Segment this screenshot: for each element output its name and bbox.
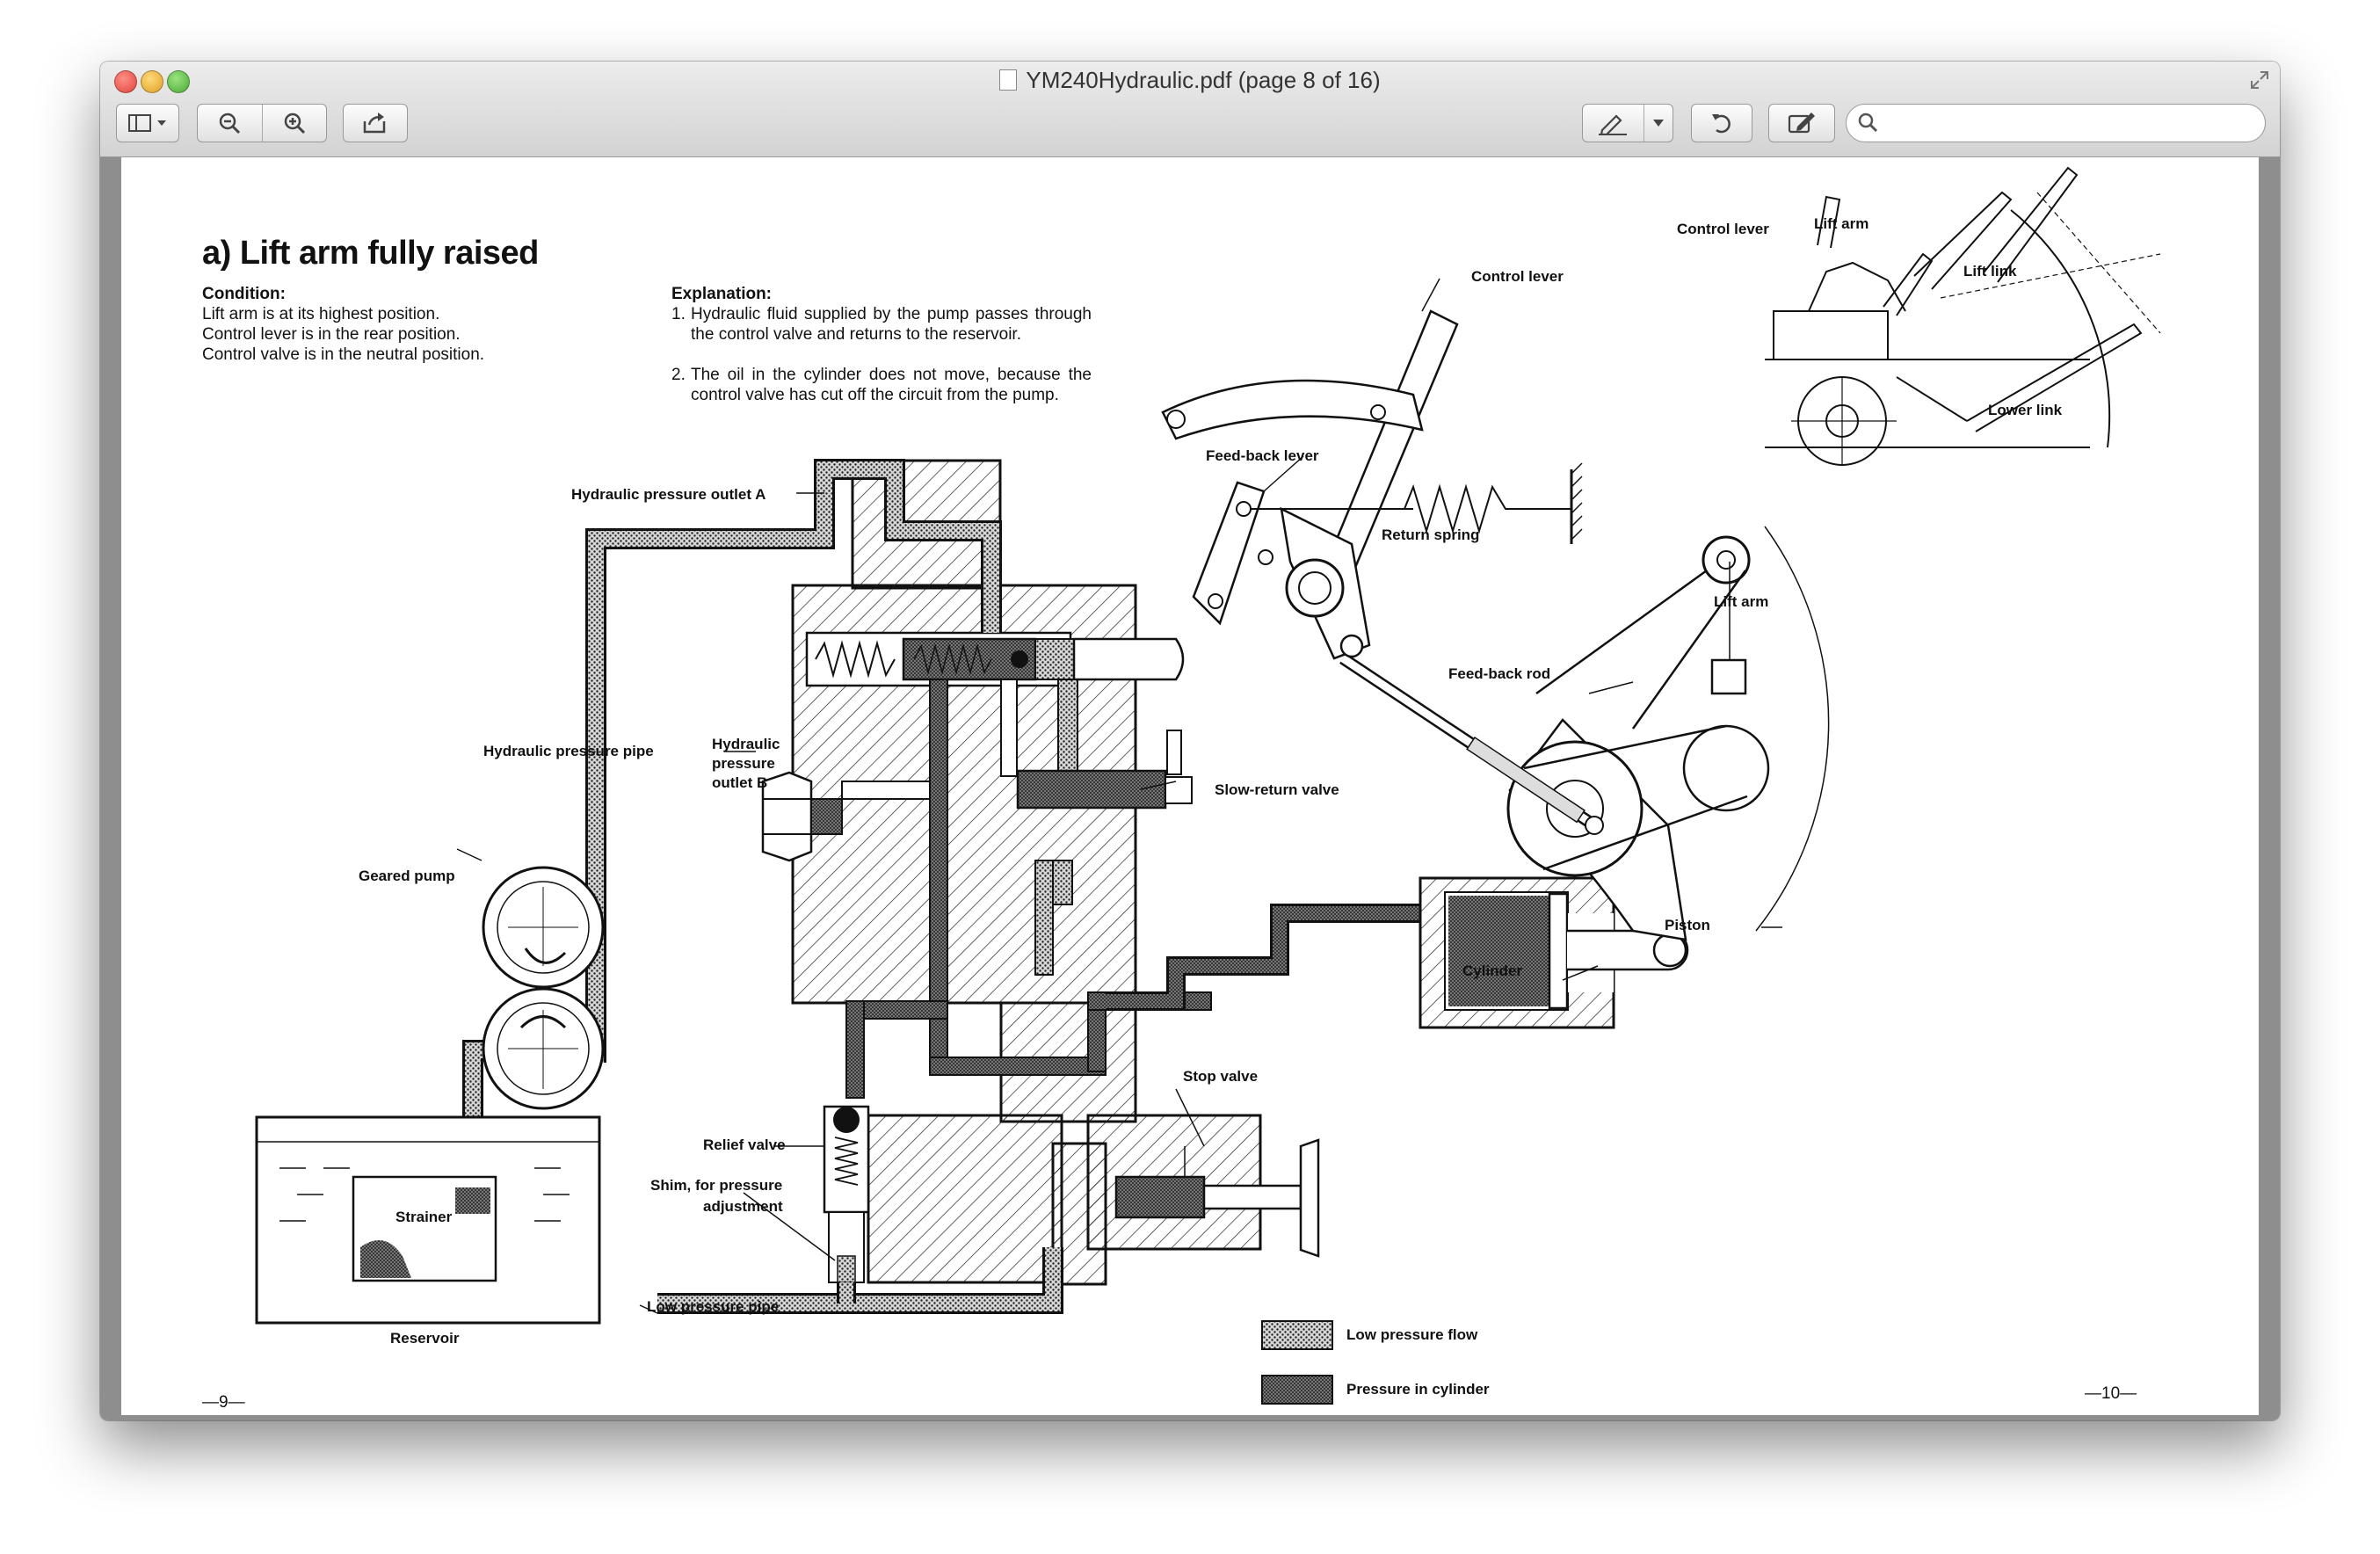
label-lift-arm: Lift arm [1714,593,1769,610]
label-shim: adjustment [703,1198,783,1215]
zoom-control [197,104,327,142]
label-shim: Shim, for pressure [650,1177,783,1194]
close-button[interactable] [114,70,137,93]
zoom-in-button[interactable] [263,105,327,142]
legend-pressure-in-cylinder: Pressure in cylinder [1346,1381,1490,1398]
label-low-pressure-pipe: Low pressure pipe [647,1298,780,1315]
title-bar: YM240Hydraulic.pdf (page 8 of 16) [100,62,2280,157]
sidebar-toggle-button[interactable] [116,104,179,142]
label-feed-back-lever: Feed-back lever [1206,447,1319,464]
explanation-title: Explanation: [671,285,773,303]
rotate-icon [1712,114,1731,134]
legend-low-pressure-swatch [1261,1320,1333,1350]
rotate-button[interactable] [1691,104,1752,142]
minimize-button[interactable] [141,70,163,93]
inset-label-lift-link: Lift link [1963,263,2017,280]
share-icon [363,113,386,134]
page-number-right: —10— [2085,1384,2137,1403]
label-strainer: Strainer [395,1209,453,1225]
label-reservoir: Reservoir [390,1330,460,1347]
search-field[interactable] [1846,104,2266,142]
page-heading: a) Lift arm fully raised [202,235,539,272]
label-control-lever: Control lever [1471,268,1564,285]
label-outlet-b: pressure [712,755,775,772]
label-geared-pump: Geared pump [359,868,455,884]
condition-line: Control valve is in the neutral position… [202,345,485,364]
pdf-document-icon [999,69,1018,91]
label-return-spring: Return spring [1382,526,1480,543]
label-outlet-b: outlet B [712,774,768,791]
label-feed-back-rod: Feed-back rod [1448,665,1551,682]
annotate-button[interactable] [1582,104,1673,142]
label-hydraulic-pressure-pipe: Hydraulic pressure pipe [483,743,654,759]
pdf-page: a) Lift arm fully raised Condition: Lift… [121,157,2259,1415]
label-cylinder: Cylinder [1462,962,1523,979]
page-number-left: —9— [202,1393,245,1412]
annotate-menu-button[interactable] [1644,105,1673,142]
window-title: YM240Hydraulic.pdf (page 8 of 16) [100,67,2280,94]
document-area[interactable]: a) Lift arm fully raised Condition: Lift… [100,157,2280,1420]
inset-label-lift-arm: Lift arm [1814,215,1869,232]
share-button[interactable] [343,104,408,142]
legend-pressure-swatch [1261,1375,1333,1405]
label-stop-valve: Stop valve [1183,1068,1259,1085]
condition-title: Condition: [202,285,286,303]
label-outlet-b: Hydraulic [712,736,780,752]
label-piston: Piston [1665,917,1710,933]
explanation-item: The oil in the cylinder does not move, b… [691,366,1092,404]
condition-line: Control lever is in the rear position. [202,325,461,344]
edit-icon [1788,113,1815,134]
label-slow-return-valve: Slow-return valve [1215,781,1339,798]
condition-line: Lift arm is at its highest position. [202,305,440,323]
explanation-num: 2. [671,366,686,384]
hydraulic-diagram [255,166,2161,1405]
label-relief-valve: Relief valve [703,1136,786,1153]
markup-toolbar-button[interactable] [1768,104,1835,142]
label-hydraulic-pressure-outlet-a: Hydraulic pressure outlet A [571,486,766,503]
zoom-out-button[interactable] [198,105,262,142]
zoom-out-icon [220,113,241,134]
sidebar-icon [128,114,166,132]
zoom-in-icon [284,113,305,134]
zoom-button[interactable] [167,70,190,93]
pen-icon [1599,114,1628,135]
legend-low-pressure-flow: Low pressure flow [1346,1326,1478,1343]
chevron-down-icon [1652,120,1664,127]
inset-label-control-lever: Control lever [1677,221,1769,237]
search-input[interactable] [1883,110,2256,138]
search-icon [1858,113,1878,133]
explanation-num: 1. [671,305,686,323]
explanation-item: Hydraulic fluid supplied by the pump pas… [691,305,1092,344]
inset-label-lower-link: Lower link [1988,402,2063,418]
fullscreen-icon[interactable] [2250,70,2269,90]
preview-window: YM240Hydraulic.pdf (page 8 of 16) [100,62,2280,1420]
